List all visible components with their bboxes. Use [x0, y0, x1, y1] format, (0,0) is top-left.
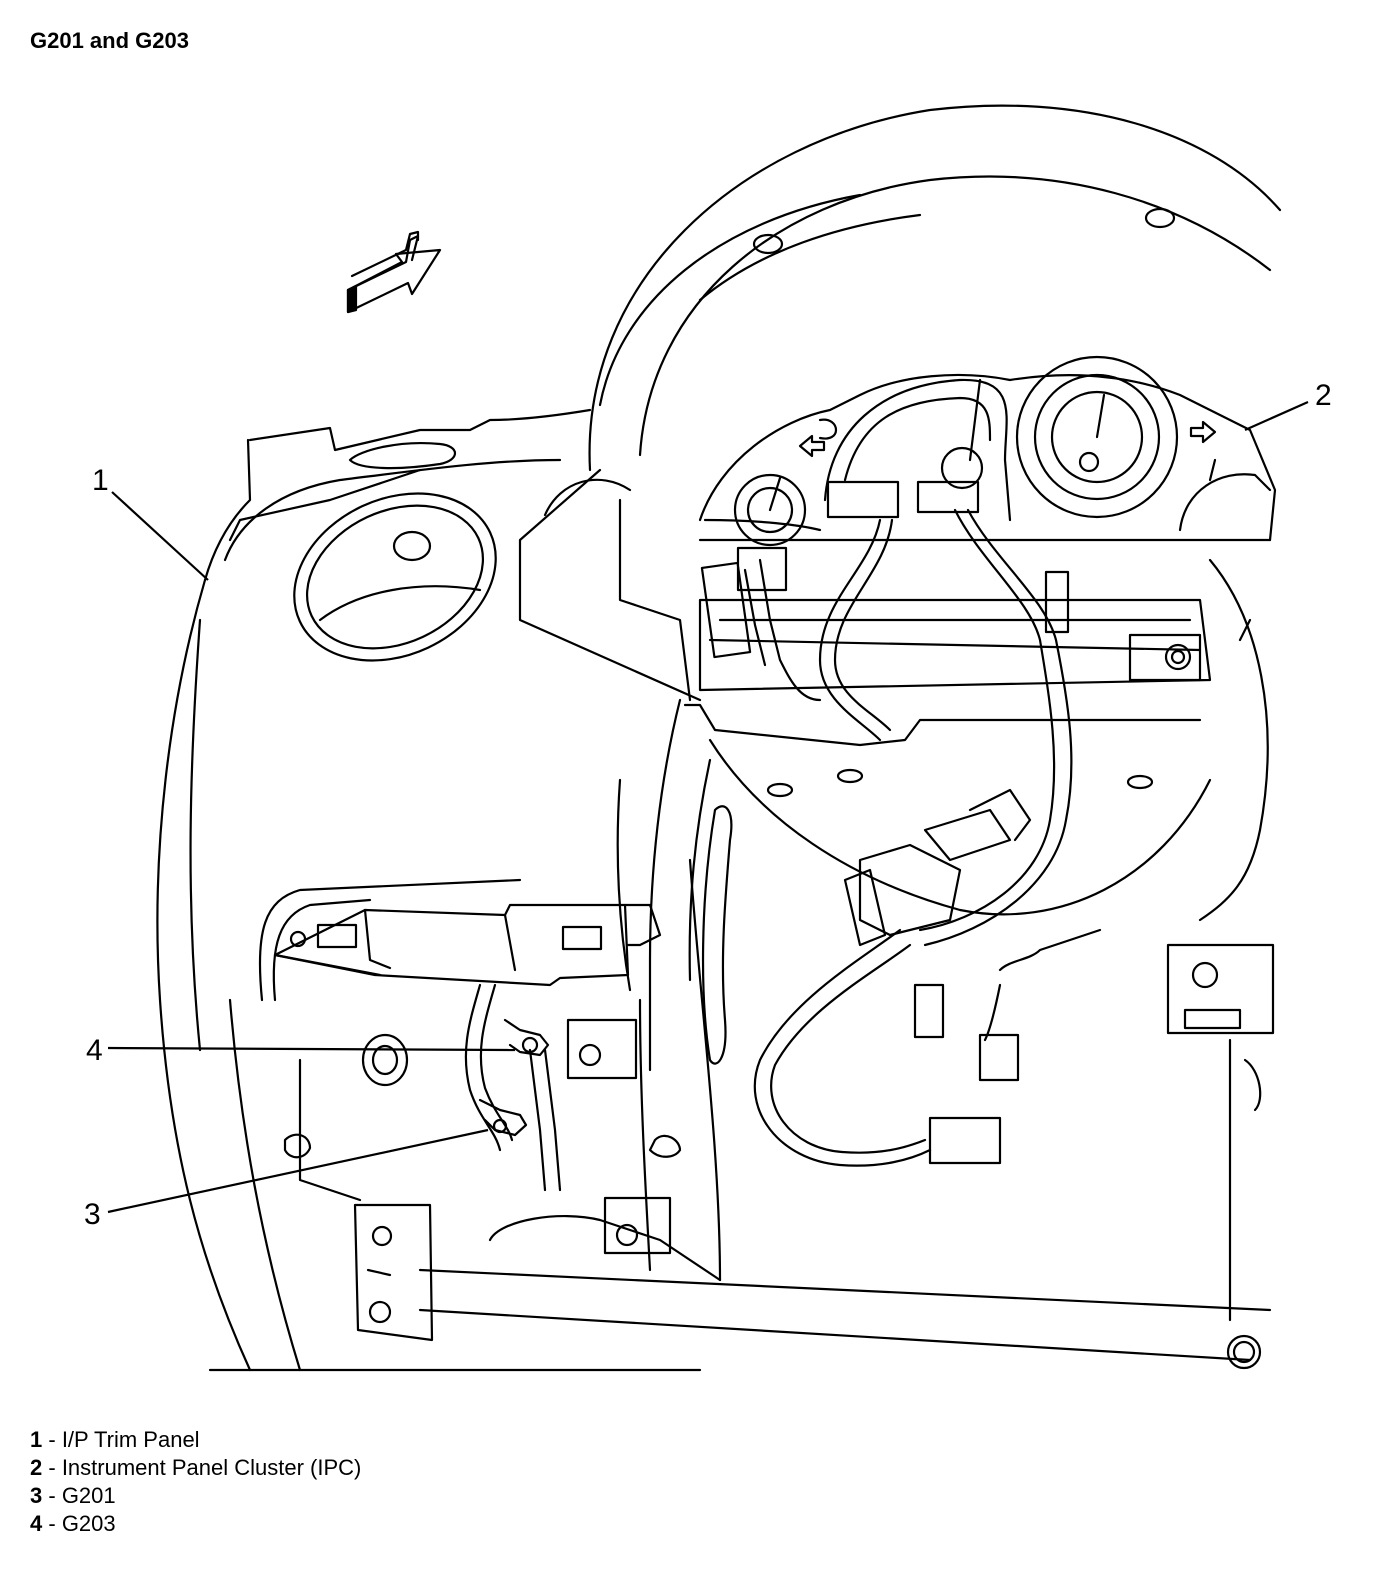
steering-column-support [618, 498, 1269, 922]
callout-2-leader [1244, 400, 1309, 432]
legend-item: 3 - G201 [30, 1482, 361, 1510]
legend-item: 1 - I/P Trim Panel [30, 1426, 361, 1454]
front-direction-arrow-icon [346, 230, 442, 314]
ground-g203 [503, 1018, 550, 1057]
ground-stud-plates [566, 943, 1275, 1370]
legend-label: I/P Trim Panel [61, 1427, 200, 1452]
ipc-hood-shroud [518, 104, 1282, 702]
wiring-harness [464, 508, 1102, 1192]
ip-trim-panel [156, 408, 702, 1372]
callout-3-label: 3 [84, 1198, 101, 1231]
legend-label: G203 [61, 1511, 116, 1536]
callout-3-leader [107, 1128, 489, 1214]
callout-1-label: 1 [92, 464, 109, 497]
callout-4-label: 4 [86, 1034, 103, 1067]
legend-number: 2 [30, 1455, 43, 1480]
legend-number: 3 [30, 1483, 43, 1508]
callout-1-leader [111, 491, 209, 581]
legend-separator: - [42, 1511, 62, 1536]
legend-separator: - [42, 1455, 62, 1480]
legend-label: G201 [61, 1483, 116, 1508]
instrument-panel-cluster [698, 355, 1277, 547]
legend-number: 4 [30, 1511, 43, 1536]
legend-separator: - [42, 1427, 62, 1452]
legend-separator: - [42, 1483, 62, 1508]
legend-item: 2 - Instrument Panel Cluster (IPC) [30, 1454, 361, 1482]
legend-item: 4 - G203 [30, 1510, 361, 1538]
page-title: G201 and G203 [30, 28, 189, 53]
reinforcement-bracket [273, 903, 662, 987]
callout-4-leader [107, 1046, 516, 1052]
legend-number: 1 [30, 1427, 43, 1452]
callout-2-label: 2 [1315, 379, 1332, 412]
lower-brace [418, 698, 1272, 1362]
side-bracket [283, 1033, 434, 1342]
legend: 1 - I/P Trim Panel 2 - Instrument Panel … [30, 1426, 361, 1538]
ground-g201 [478, 1098, 528, 1137]
legend-label: Instrument Panel Cluster (IPC) [61, 1455, 362, 1480]
